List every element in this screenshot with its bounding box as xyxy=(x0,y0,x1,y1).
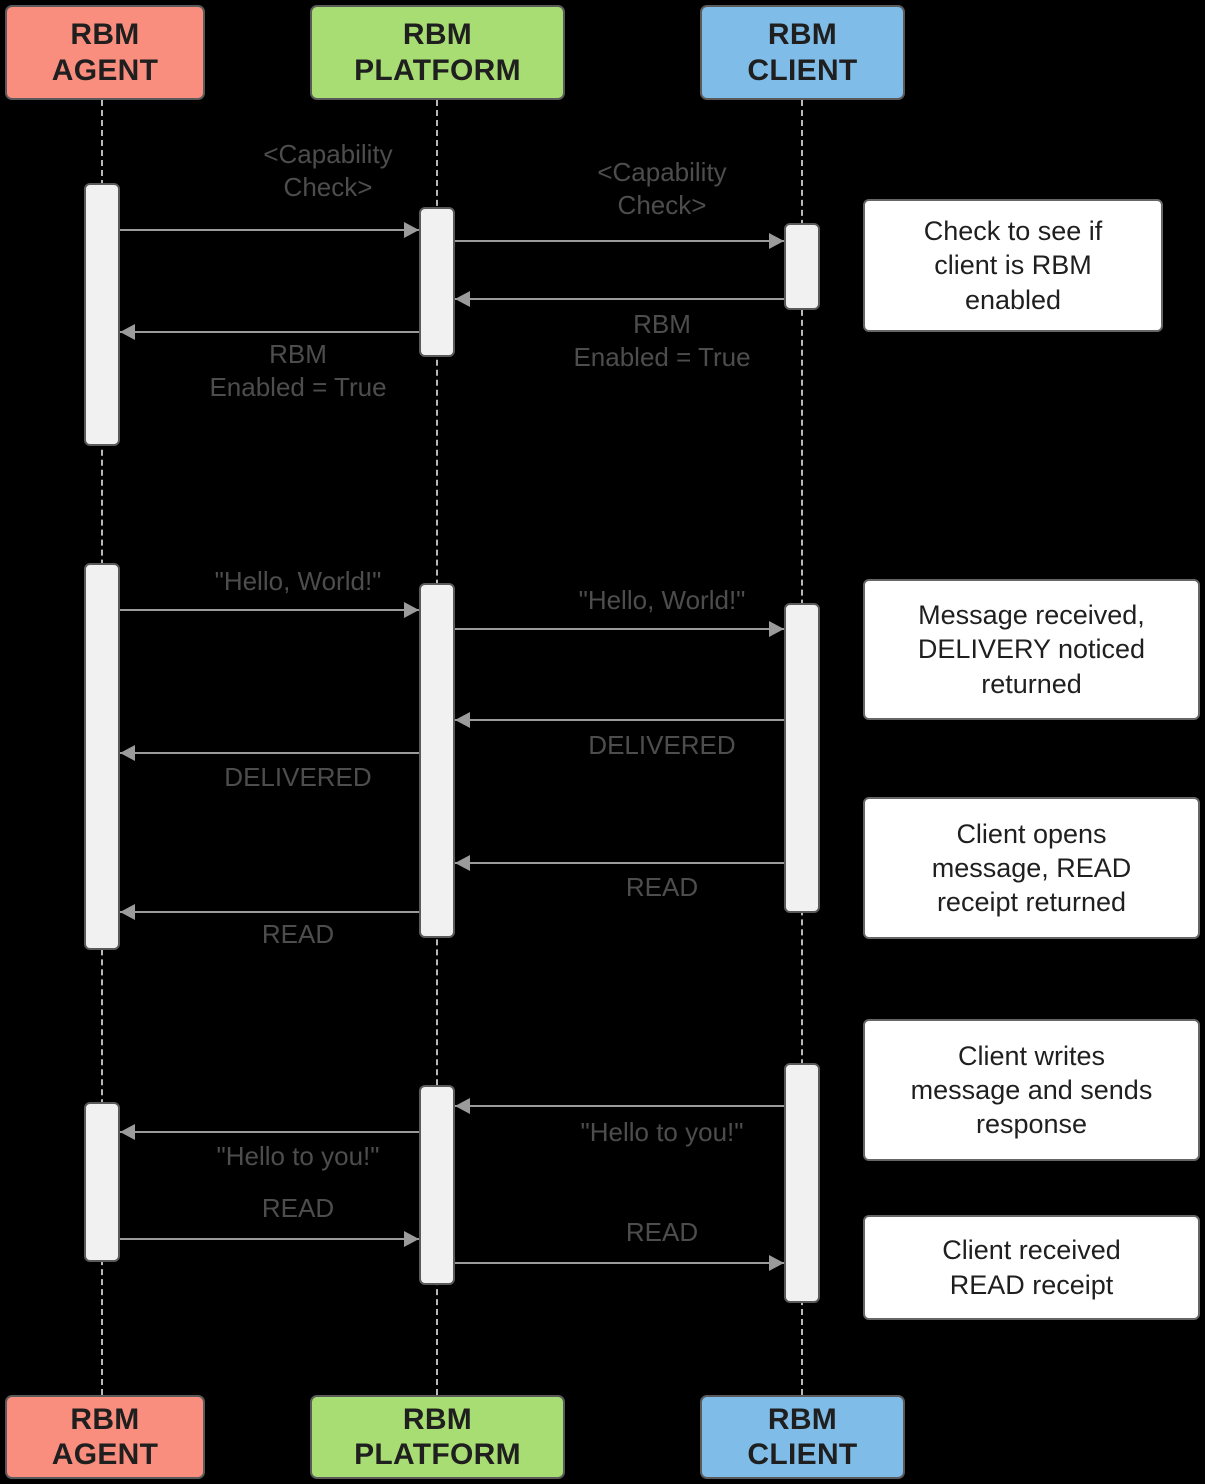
participant-label-line1: RBM xyxy=(402,18,473,52)
message-line-m10 xyxy=(120,911,419,913)
arrowhead-m9 xyxy=(455,855,470,871)
activation-bar-agent xyxy=(84,1102,120,1262)
message-label-m1: <Capability Check> xyxy=(263,139,393,203)
message-line-m14 xyxy=(455,1262,784,1264)
message-line-m2 xyxy=(455,240,784,242)
participant-label-line1: RBM xyxy=(767,1402,838,1436)
activation-bar-agent xyxy=(84,563,120,950)
activation-bar-platform xyxy=(419,1085,455,1285)
arrowhead-m3 xyxy=(455,291,470,307)
activation-bar-client xyxy=(784,603,820,913)
participant-label-line1: RBM xyxy=(70,1402,140,1436)
message-label-m14: READ xyxy=(625,1217,699,1247)
activation-bar-platform xyxy=(419,583,455,938)
arrowhead-m2 xyxy=(769,233,784,249)
message-label-m9: READ xyxy=(625,872,699,902)
note-box: Client opens message, READ receipt retur… xyxy=(863,797,1200,939)
message-label-m13: READ xyxy=(261,1193,335,1223)
arrowhead-m14 xyxy=(769,1255,784,1271)
message-line-m3 xyxy=(455,298,784,300)
arrowhead-m4 xyxy=(120,324,135,340)
arrowhead-m10 xyxy=(120,904,135,920)
note-box: Client received READ receipt xyxy=(863,1215,1200,1320)
message-label-m7: DELIVERED xyxy=(588,730,736,760)
note-box: Check to see if client is RBM enabled xyxy=(863,199,1163,332)
arrowhead-m6 xyxy=(769,621,784,637)
message-label-m3: RBM Enabled = True xyxy=(573,309,751,373)
message-line-m12 xyxy=(120,1131,419,1133)
message-line-m6 xyxy=(455,628,784,630)
note-box: Client writes message and sends response xyxy=(863,1019,1200,1161)
message-label-m4: RBM Enabled = True xyxy=(209,339,387,403)
participant-label-line1: RBM xyxy=(402,1402,473,1436)
arrowhead-m7 xyxy=(455,712,470,728)
message-line-m11 xyxy=(455,1105,784,1107)
message-label-m10: READ xyxy=(261,919,335,949)
participant-label-line2: PLATFORM xyxy=(354,53,521,87)
message-label-m2: <Capability Check> xyxy=(597,157,727,221)
note-box: Message received, DELIVERY noticed retur… xyxy=(863,579,1200,720)
arrowhead-m8 xyxy=(120,745,135,761)
participant-label-line2: AGENT xyxy=(51,53,159,87)
arrowhead-m5 xyxy=(404,602,419,618)
message-line-m13 xyxy=(120,1238,419,1240)
activation-bar-client xyxy=(784,223,820,310)
participant-label-line1: RBM xyxy=(767,18,838,52)
participant-label-line2: CLIENT xyxy=(747,1438,858,1471)
arrowhead-m11 xyxy=(455,1098,470,1114)
message-line-m5 xyxy=(120,609,419,611)
message-label-m6: "Hello, World!" xyxy=(578,585,746,615)
participant-label-line2: AGENT xyxy=(51,1438,159,1471)
message-line-m9 xyxy=(455,862,784,864)
message-line-m7 xyxy=(455,719,784,721)
participant-label-line2: CLIENT xyxy=(747,53,858,87)
message-label-m11: "Hello to you!" xyxy=(580,1117,744,1147)
message-line-m8 xyxy=(120,752,419,754)
participant-label-line1: RBM xyxy=(70,18,140,52)
message-label-m5: "Hello, World!" xyxy=(214,566,382,596)
arrowhead-m1 xyxy=(404,222,419,238)
message-label-m8: DELIVERED xyxy=(224,762,372,792)
message-line-m1 xyxy=(120,229,419,231)
message-line-m4 xyxy=(120,331,419,333)
participant-label-line2: PLATFORM xyxy=(354,1438,521,1471)
message-label-m12: "Hello to you!" xyxy=(216,1141,380,1171)
activation-bar-platform xyxy=(419,207,455,357)
arrowhead-m12 xyxy=(120,1124,135,1140)
activation-bar-agent xyxy=(84,183,120,446)
activation-bar-client xyxy=(784,1063,820,1303)
arrowhead-m13 xyxy=(404,1231,419,1247)
